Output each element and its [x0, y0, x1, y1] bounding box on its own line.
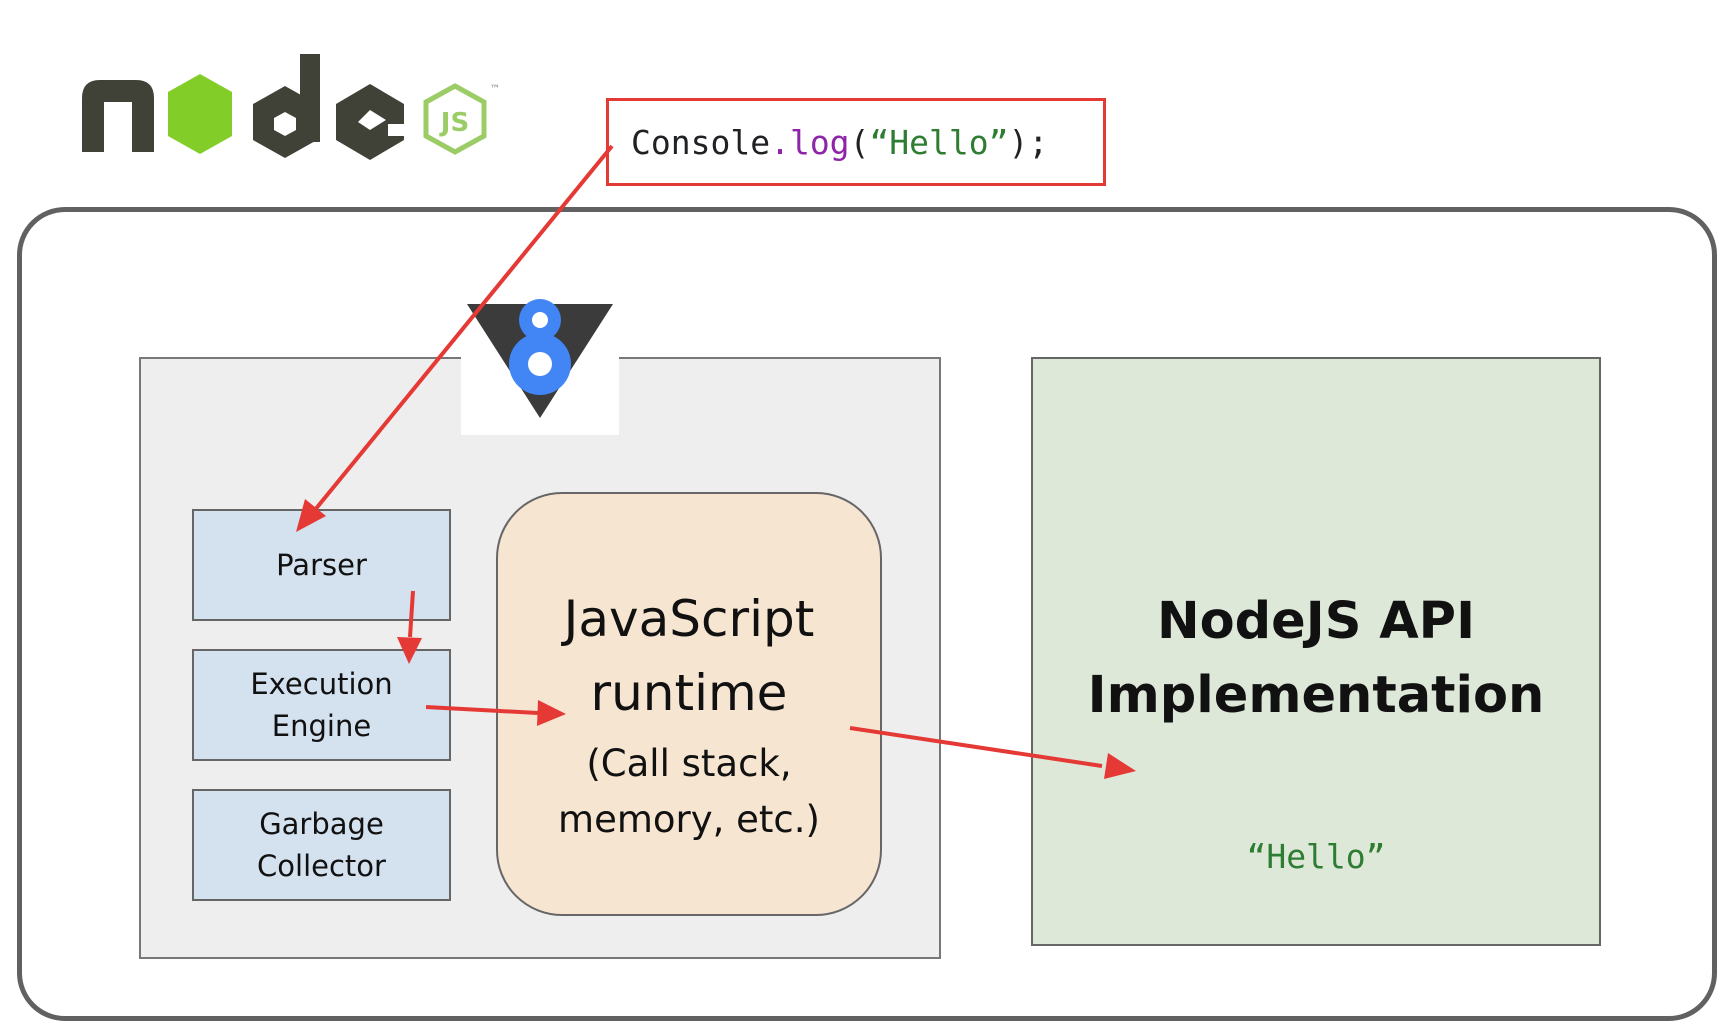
- logo-js-text: JS: [439, 108, 469, 138]
- runtime-subtitle-line2: memory, etc.): [558, 798, 820, 841]
- execution-engine-label-line2: Engine: [271, 709, 372, 743]
- logo-letter-o: [168, 74, 232, 154]
- code-close: );: [1008, 122, 1049, 162]
- logo-letter-d: [253, 54, 320, 158]
- api-output-text: “Hello”: [1246, 837, 1386, 876]
- execution-engine-label-line1: Execution: [250, 666, 393, 701]
- code-snippet-box: Console.log(“Hello”);: [606, 98, 1106, 186]
- logo-trademark: ™: [490, 84, 500, 95]
- runtime-title-line1: JavaScript: [563, 590, 815, 648]
- code-method: .log: [770, 122, 850, 162]
- api-title-line1: NodeJS API: [1156, 592, 1476, 651]
- logo-letter-n: [82, 80, 154, 152]
- parser-box: Parser: [192, 509, 451, 621]
- node-runtime-frame: [17, 207, 1717, 1021]
- nodejs-api-panel: NodeJS API Implementation “Hello”: [1031, 357, 1601, 946]
- code-string: “Hello”: [869, 122, 1009, 162]
- parser-label: Parser: [276, 547, 367, 582]
- api-title-line2: Implementation: [1087, 666, 1545, 725]
- v8-logo: [467, 299, 613, 418]
- code-open-paren: (: [849, 122, 870, 162]
- logo-letter-e: [336, 84, 408, 160]
- nodejs-logo: JS ™: [82, 54, 500, 160]
- code-object: Console: [631, 122, 771, 162]
- runtime-subtitle-line1: (Call stack,: [586, 742, 792, 785]
- runtime-title-line2: runtime: [590, 664, 788, 722]
- execution-engine-box: Execution Engine: [192, 649, 451, 761]
- javascript-runtime-box: JavaScript runtime (Call stack, memory, …: [496, 492, 882, 916]
- garbage-collector-label-line1: Garbage: [259, 806, 384, 841]
- logo-js-badge: JS ™: [423, 83, 500, 155]
- garbage-collector-box: Garbage Collector: [192, 789, 451, 901]
- garbage-collector-label-line2: Collector: [257, 849, 386, 883]
